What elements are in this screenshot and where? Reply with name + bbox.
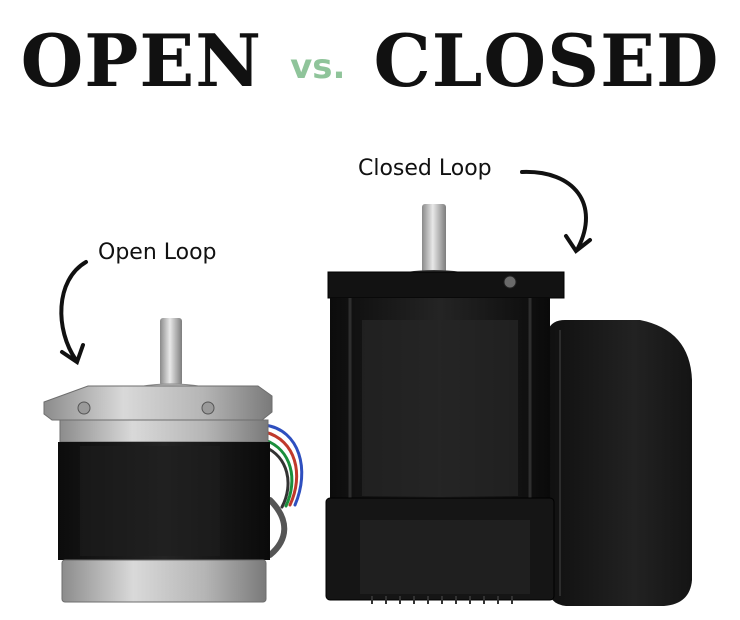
open-motor-endcap (61, 559, 267, 603)
closed-motor-shaft (422, 204, 446, 276)
headline-open: OPEN (20, 18, 263, 103)
closed-loop-motor (325, 204, 692, 606)
open-motor-flange (43, 385, 273, 421)
closed-loop-arrow (520, 169, 592, 254)
motor-wires (263, 423, 304, 558)
open-loop-label: Open Loop (98, 240, 217, 265)
closed-loop-label: Closed Loop (358, 156, 492, 181)
closed-motor-driver-box (548, 320, 692, 606)
headline-vs: vs. (290, 46, 346, 87)
open-loop-arrow (59, 260, 88, 366)
open-loop-motor (43, 318, 304, 603)
headline-closed: CLOSED (373, 18, 720, 103)
closed-motor-flange (327, 271, 565, 299)
open-motor-shaft (160, 318, 182, 386)
headline: OPEN vs. CLOSED (0, 18, 740, 103)
